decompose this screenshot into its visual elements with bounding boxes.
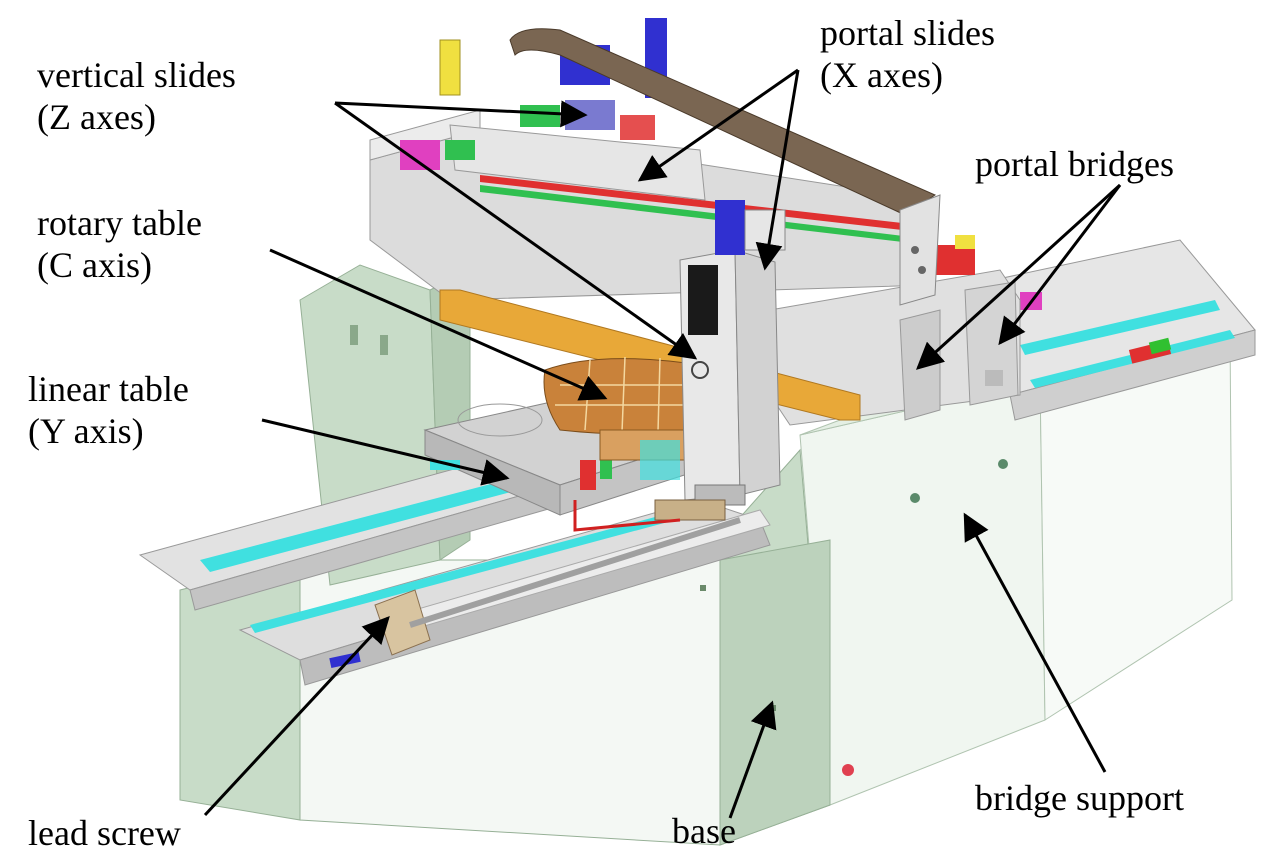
label-portal-bridges-line1: portal bridges <box>975 144 1174 184</box>
label-rotary-table: rotary table (C axis) <box>37 202 202 286</box>
label-portal-slides-line2: (X axes) <box>820 55 943 95</box>
label-portal-slides-line1: portal slides <box>820 13 995 53</box>
callout-arrows <box>203 68 1122 819</box>
label-lead-screw: lead screw <box>28 812 181 854</box>
label-vertical-slides: vertical slides (Z axes) <box>37 54 236 138</box>
label-portal-slides: portal slides (X axes) <box>820 12 995 96</box>
arrow-lead-screw <box>203 616 390 817</box>
arrow-vertical-slides-2 <box>334 101 698 360</box>
label-base-line1: base <box>672 811 736 851</box>
arrow-portal-slides-1 <box>637 68 799 182</box>
arrow-bridge-support <box>963 512 1107 773</box>
label-portal-bridges: portal bridges <box>975 143 1174 185</box>
label-vertical-slides-line1: vertical slides <box>37 55 236 95</box>
label-linear-table-line2: (Y axis) <box>28 411 144 451</box>
label-rotary-table-line2: (C axis) <box>37 245 152 285</box>
arrow-base <box>728 700 777 819</box>
arrow-rotary-table <box>269 248 608 401</box>
arrow-portal-bridges-1 <box>915 183 1122 370</box>
arrow-linear-table <box>261 418 510 486</box>
label-base: base <box>672 810 736 852</box>
label-vertical-slides-line2: (Z axes) <box>37 97 156 137</box>
label-rotary-table-line1: rotary table <box>37 203 202 243</box>
label-bridge-support: bridge support <box>975 777 1184 819</box>
vertical-slide-column <box>573 200 786 532</box>
label-linear-table-line1: linear table <box>28 369 189 409</box>
arrow-portal-slides-2 <box>755 69 800 271</box>
base-frame <box>179 264 831 846</box>
arrow-portal-bridges-2 <box>998 184 1122 346</box>
label-bridge-support-line1: bridge support <box>975 778 1184 818</box>
label-linear-table: linear table (Y axis) <box>28 368 189 452</box>
front-portal-bridge <box>769 269 1021 426</box>
label-lead-screw-line1: lead screw <box>28 813 181 853</box>
arrow-vertical-slides-1 <box>334 100 588 128</box>
